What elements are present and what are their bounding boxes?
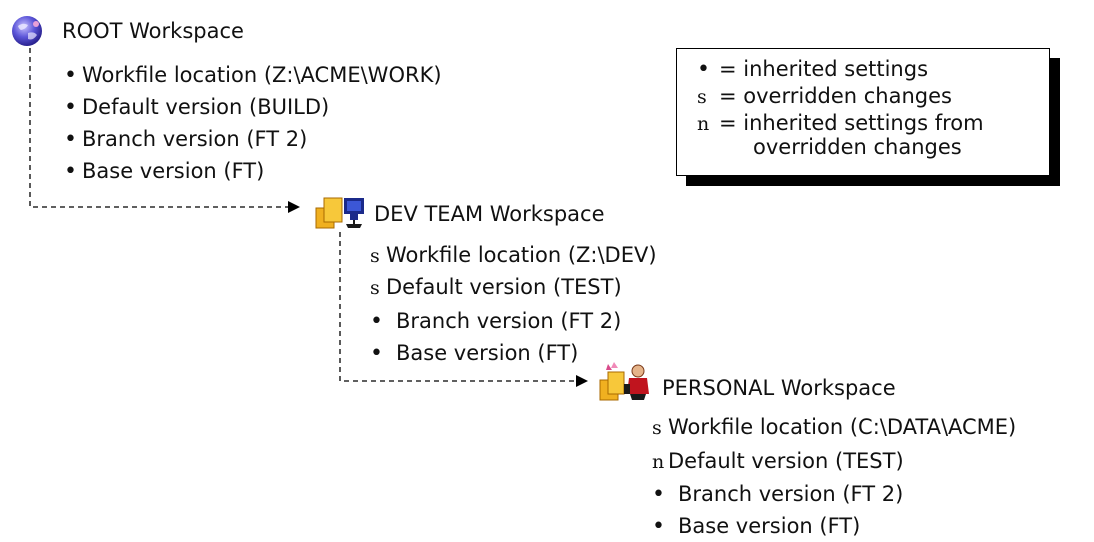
globe-icon [10, 14, 44, 52]
legend-bullet-symbol: • [697, 57, 710, 82]
team-workspace-icon [314, 194, 368, 234]
inherited-marker: • [370, 309, 383, 334]
devteam-item-label: Default version (TEST) [386, 275, 622, 299]
root-item-label: Workfile location (Z:\ACME\WORK) [82, 63, 442, 87]
inherited-marker: • [370, 341, 383, 366]
devteam-to-personal-arrowhead [576, 375, 588, 387]
root-item-base-version: •Base version (FT) [64, 158, 264, 185]
inherited-marker: • [652, 482, 665, 507]
personal-item-label: Branch version (FT 2) [678, 482, 904, 506]
root-item-label: Default version (BUILD) [82, 95, 330, 119]
personal-item-base-version: • Base version (FT) [652, 513, 860, 540]
root-workspace-title: ROOT Workspace [62, 19, 244, 43]
legend-row-overridden: s = overridden changes [697, 84, 952, 109]
personal-item-label: Base version (FT) [678, 514, 861, 538]
devteam-item-default-version: s Default version (TEST) [370, 274, 622, 301]
devteam-item-label: Base version (FT) [396, 341, 579, 365]
legend-n-symbol: n [697, 113, 710, 135]
inherited-marker: • [652, 514, 665, 539]
devteam-item-base-version: • Base version (FT) [370, 340, 578, 367]
personal-item-workfile: s Workfile location (C:\DATA\ACME) [652, 414, 1016, 441]
root-item-workfile: •Workfile location (Z:\ACME\WORK) [64, 62, 442, 89]
overridden-marker: s [370, 277, 380, 299]
devteam-item-workfile: s Workfile location (Z:\DEV) [370, 242, 657, 269]
inherited-marker: • [64, 127, 77, 152]
root-item-label: Branch version (FT 2) [82, 127, 308, 151]
root-item-default-version: •Default version (BUILD) [64, 94, 329, 121]
inherited-marker: • [64, 159, 77, 184]
legend-inherited-text: = inherited settings [719, 57, 929, 81]
inherited-from-overridden-marker: n [652, 451, 665, 473]
devteam-item-branch-version: • Branch version (FT 2) [370, 308, 621, 335]
legend-box: • = inherited settings s = overridden chan… [676, 48, 1050, 176]
legend-inherited-from-text: = inherited settings from [719, 111, 984, 135]
legend-s-symbol: s [697, 86, 707, 108]
root-to-devteam-arrowhead [288, 201, 300, 213]
legend-row-inherited-from-overridden: n = inherited settings from [697, 111, 984, 136]
overridden-marker: s [370, 245, 380, 267]
legend-overridden-text: = overridden changes [719, 84, 952, 108]
devteam-item-label: Workfile location (Z:\DEV) [386, 243, 657, 267]
legend-row-inherited: • = inherited settings [697, 57, 928, 82]
devteam-workspace-title: DEV TEAM Workspace [374, 202, 605, 226]
inherited-marker: • [64, 95, 77, 120]
overridden-marker: s [652, 417, 662, 439]
inherited-marker: • [64, 63, 77, 88]
personal-workspace-icon [598, 362, 652, 406]
personal-item-label: Default version (TEST) [668, 449, 904, 473]
legend-overridden-changes-text: overridden changes [753, 135, 962, 159]
personal-workspace-title: PERSONAL Workspace [662, 376, 896, 400]
devteam-to-personal-connector [339, 232, 578, 382]
devteam-item-label: Branch version (FT 2) [396, 309, 622, 333]
personal-item-branch-version: • Branch version (FT 2) [652, 481, 903, 508]
personal-item-label: Workfile location (C:\DATA\ACME) [668, 415, 1017, 439]
legend-row-continuation: overridden changes [753, 135, 962, 159]
root-item-branch-version: •Branch version (FT 2) [64, 126, 307, 153]
root-item-label: Base version (FT) [82, 159, 265, 183]
